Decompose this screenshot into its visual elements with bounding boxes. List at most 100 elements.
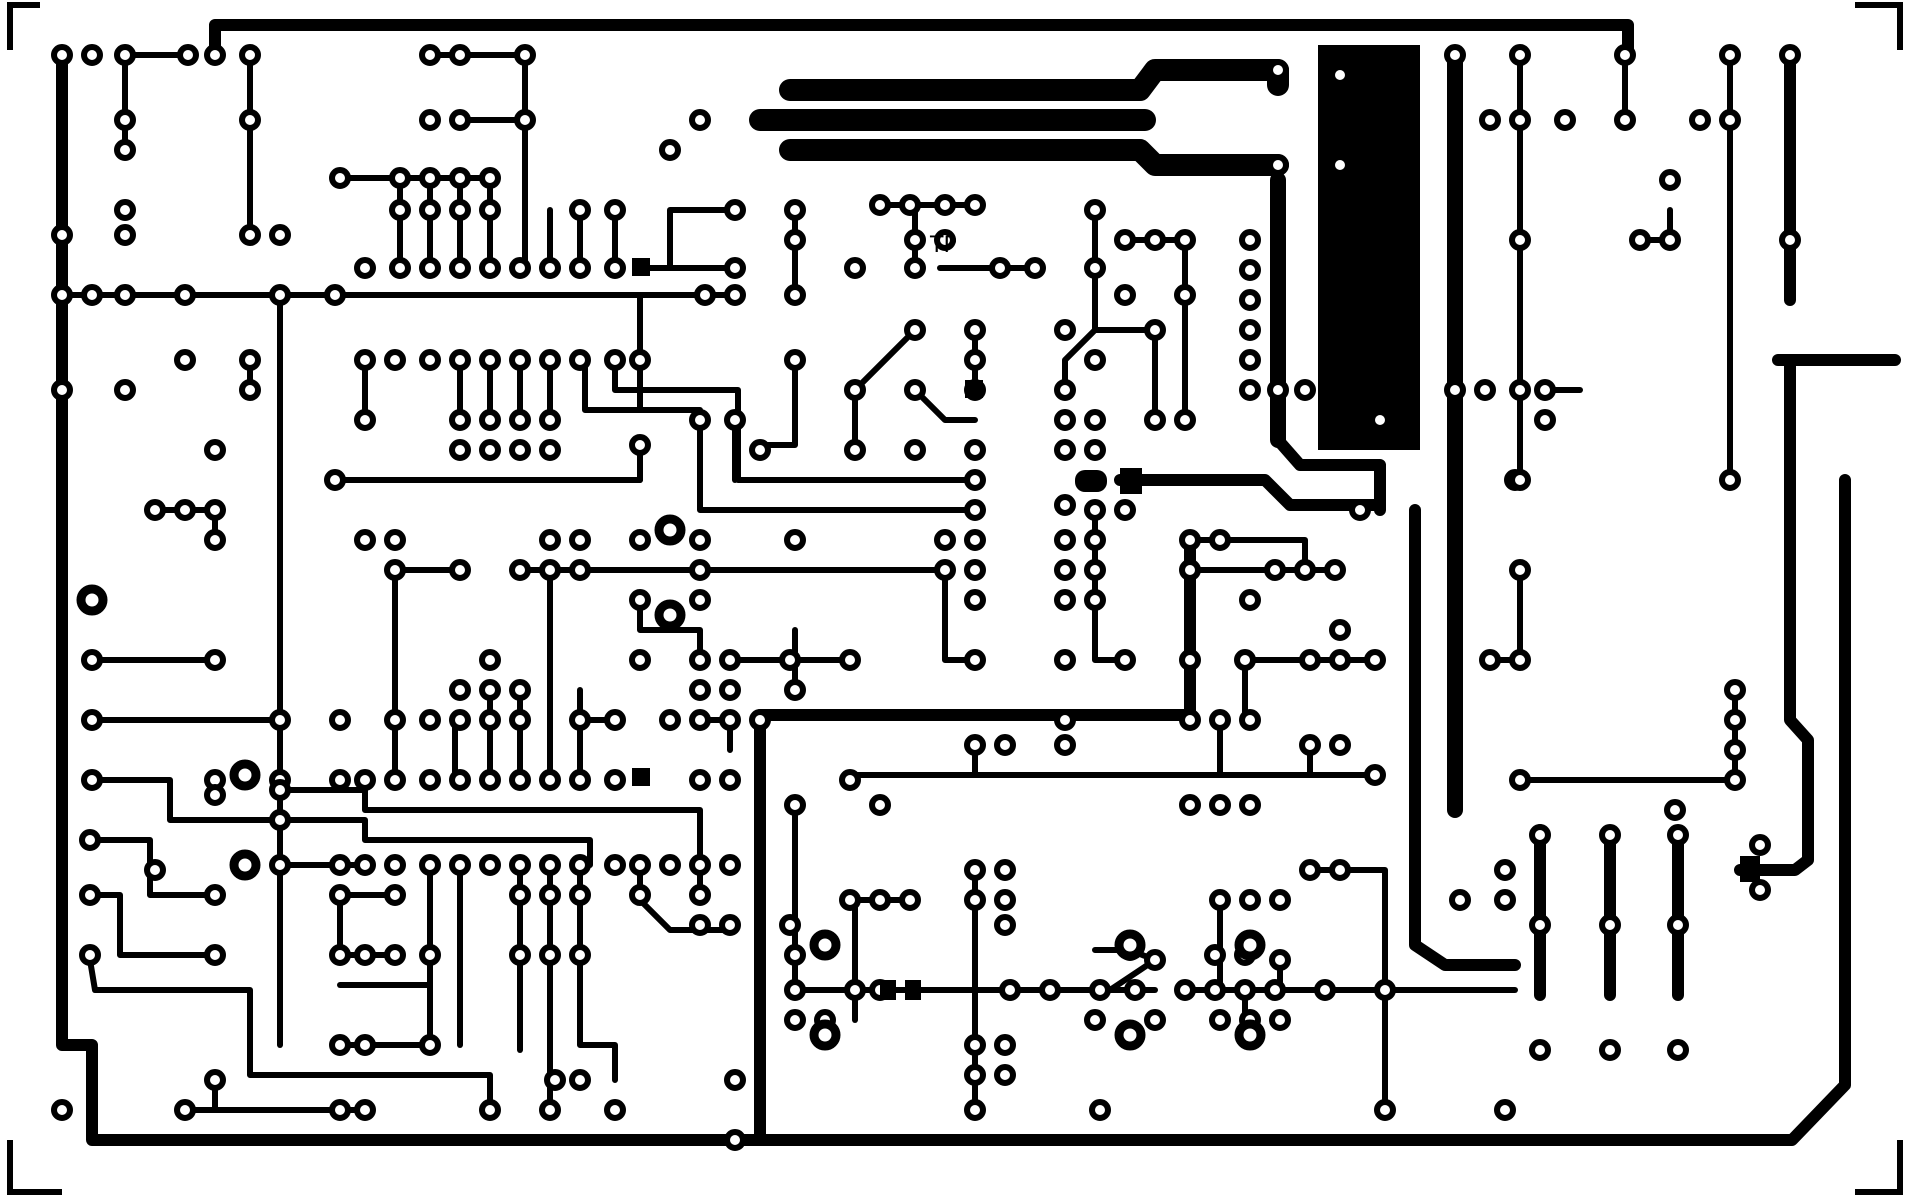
via-pad bbox=[509, 884, 531, 906]
via-pad bbox=[934, 559, 956, 581]
via-pad bbox=[81, 709, 103, 731]
via-pad bbox=[1534, 379, 1556, 401]
via-pad bbox=[569, 854, 591, 876]
via-pad bbox=[1374, 979, 1396, 1001]
via-pad bbox=[1024, 257, 1046, 279]
via-pad bbox=[784, 944, 806, 966]
via-pad bbox=[899, 889, 921, 911]
via-pad bbox=[839, 889, 861, 911]
via-pad bbox=[204, 44, 226, 66]
via-pad bbox=[479, 679, 501, 701]
via-pad bbox=[354, 409, 376, 431]
via-pad bbox=[419, 257, 441, 279]
via-pad bbox=[509, 769, 531, 791]
via-pad bbox=[509, 944, 531, 966]
via-pad bbox=[479, 709, 501, 731]
via-pad bbox=[569, 1069, 591, 1091]
via-pad bbox=[1299, 649, 1321, 671]
via-pad bbox=[81, 284, 103, 306]
via-pad bbox=[629, 854, 651, 876]
via-pad bbox=[269, 224, 291, 246]
via-pad bbox=[354, 257, 376, 279]
via-pad bbox=[1509, 469, 1531, 491]
via-pad bbox=[1474, 379, 1496, 401]
via-pad bbox=[724, 1069, 746, 1091]
via-pad bbox=[994, 889, 1016, 911]
via-pad bbox=[1449, 889, 1471, 911]
via-pad bbox=[419, 769, 441, 791]
via-pad bbox=[269, 709, 291, 731]
via-pad bbox=[604, 257, 626, 279]
via-pad bbox=[1144, 409, 1166, 431]
via-pad bbox=[1529, 824, 1551, 846]
traces-wide bbox=[749, 59, 1289, 176]
via-pad bbox=[389, 199, 411, 221]
via-pad bbox=[1724, 709, 1746, 731]
via-pad bbox=[689, 109, 711, 131]
via-pad bbox=[719, 769, 741, 791]
via-pad bbox=[784, 349, 806, 371]
copper-fill bbox=[1120, 45, 1760, 882]
via-pad bbox=[1239, 379, 1261, 401]
via-pad bbox=[934, 529, 956, 551]
via-pad bbox=[989, 257, 1011, 279]
via-pad bbox=[509, 854, 531, 876]
via-pad bbox=[1174, 229, 1196, 251]
via-pad bbox=[1719, 44, 1741, 66]
via-pad bbox=[1239, 589, 1261, 611]
via-pad bbox=[604, 709, 626, 731]
via-pad bbox=[1509, 229, 1531, 251]
via-pad bbox=[1054, 379, 1076, 401]
via-pad bbox=[1479, 649, 1501, 671]
via-pad bbox=[1667, 824, 1689, 846]
via-pad bbox=[1724, 769, 1746, 791]
via-pad bbox=[204, 649, 226, 671]
via-pad bbox=[539, 439, 561, 461]
via-pad bbox=[1629, 229, 1651, 251]
via-pad bbox=[1534, 409, 1556, 431]
via-pad bbox=[1269, 1009, 1291, 1031]
via-pad bbox=[1054, 589, 1076, 611]
via-pad bbox=[1267, 154, 1289, 176]
via-pad bbox=[689, 679, 711, 701]
via-pad bbox=[419, 944, 441, 966]
via-pad bbox=[114, 109, 136, 131]
via-pad bbox=[994, 1034, 1016, 1056]
via-pad bbox=[174, 349, 196, 371]
via-pad bbox=[479, 769, 501, 791]
via-pad bbox=[449, 769, 471, 791]
via-pad bbox=[1054, 439, 1076, 461]
via-pad bbox=[689, 589, 711, 611]
via-pad bbox=[51, 44, 73, 66]
via-pad bbox=[964, 1099, 986, 1121]
via-pad bbox=[449, 439, 471, 461]
via-pad bbox=[514, 109, 536, 131]
via-pad bbox=[844, 379, 866, 401]
via-pad bbox=[1144, 1009, 1166, 1031]
via-pad bbox=[479, 199, 501, 221]
via-pad bbox=[384, 559, 406, 581]
via-pad bbox=[509, 439, 531, 461]
via-pad bbox=[869, 194, 891, 216]
registration-marks bbox=[7, 2, 1903, 1195]
via-pad bbox=[1299, 859, 1321, 881]
via-pad bbox=[1179, 559, 1201, 581]
via-pad bbox=[449, 349, 471, 371]
via-pad bbox=[844, 979, 866, 1001]
via-pad bbox=[384, 854, 406, 876]
via-pad bbox=[1204, 979, 1226, 1001]
via-pad bbox=[539, 884, 561, 906]
via-pad bbox=[569, 944, 591, 966]
via-pad bbox=[539, 559, 561, 581]
via-pad bbox=[1084, 589, 1106, 611]
via-pad bbox=[1529, 1039, 1551, 1061]
via-pad bbox=[1124, 979, 1146, 1001]
via-pad bbox=[1144, 949, 1166, 971]
via-pad bbox=[81, 769, 103, 791]
via-pad bbox=[1084, 257, 1106, 279]
via-pad bbox=[419, 109, 441, 131]
via-pad bbox=[784, 229, 806, 251]
via-pad bbox=[479, 854, 501, 876]
via-pad bbox=[1364, 649, 1386, 671]
